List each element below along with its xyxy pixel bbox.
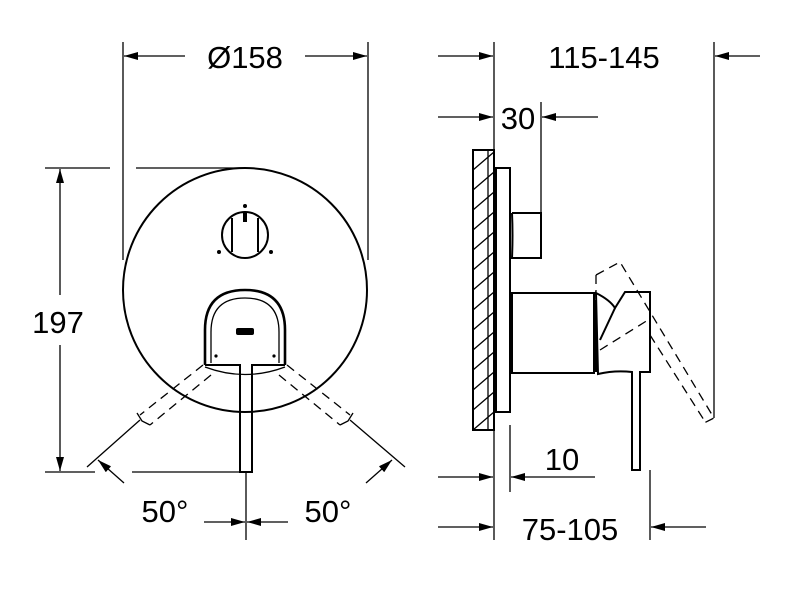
- lever-handle: [203, 288, 287, 473]
- mixer-body: [511, 292, 595, 374]
- rosette-plate: [495, 167, 511, 413]
- angle-dimension-right: 50°: [305, 459, 393, 529]
- wall-section: [472, 149, 495, 431]
- angle-dimension-left: 50°: [97, 459, 189, 529]
- diverter-depth-dimension: 30: [438, 101, 598, 136]
- handle-projection-label: 75-105: [522, 512, 619, 547]
- diverter-knob-side: [510, 212, 542, 259]
- height-label: 197: [32, 305, 84, 340]
- projection-dimension: 115-145: [438, 40, 760, 75]
- handle-projection-dimension: 75-105: [438, 512, 706, 547]
- angle-left-label: 50°: [142, 494, 189, 529]
- lever-rotation-right: [278, 364, 406, 468]
- lever-rotation-side: [595, 261, 715, 424]
- rosette-thickness-label: 10: [545, 442, 579, 477]
- diverter-depth-label: 30: [501, 101, 535, 136]
- side-view: 115-145 30: [438, 40, 760, 547]
- lever-rotation-left: [86, 364, 212, 468]
- rosette-thickness-dimension: 10: [438, 442, 595, 481]
- diverter-knob: [217, 204, 273, 259]
- diameter-dimension: Ø158: [124, 40, 367, 75]
- projection-label: 115-145: [548, 40, 659, 75]
- height-dimension: 197: [32, 169, 84, 471]
- lever-side: [594, 291, 651, 471]
- diameter-label: Ø158: [207, 40, 283, 75]
- front-view: Ø158 197: [32, 40, 406, 540]
- angle-right-label: 50°: [305, 494, 352, 529]
